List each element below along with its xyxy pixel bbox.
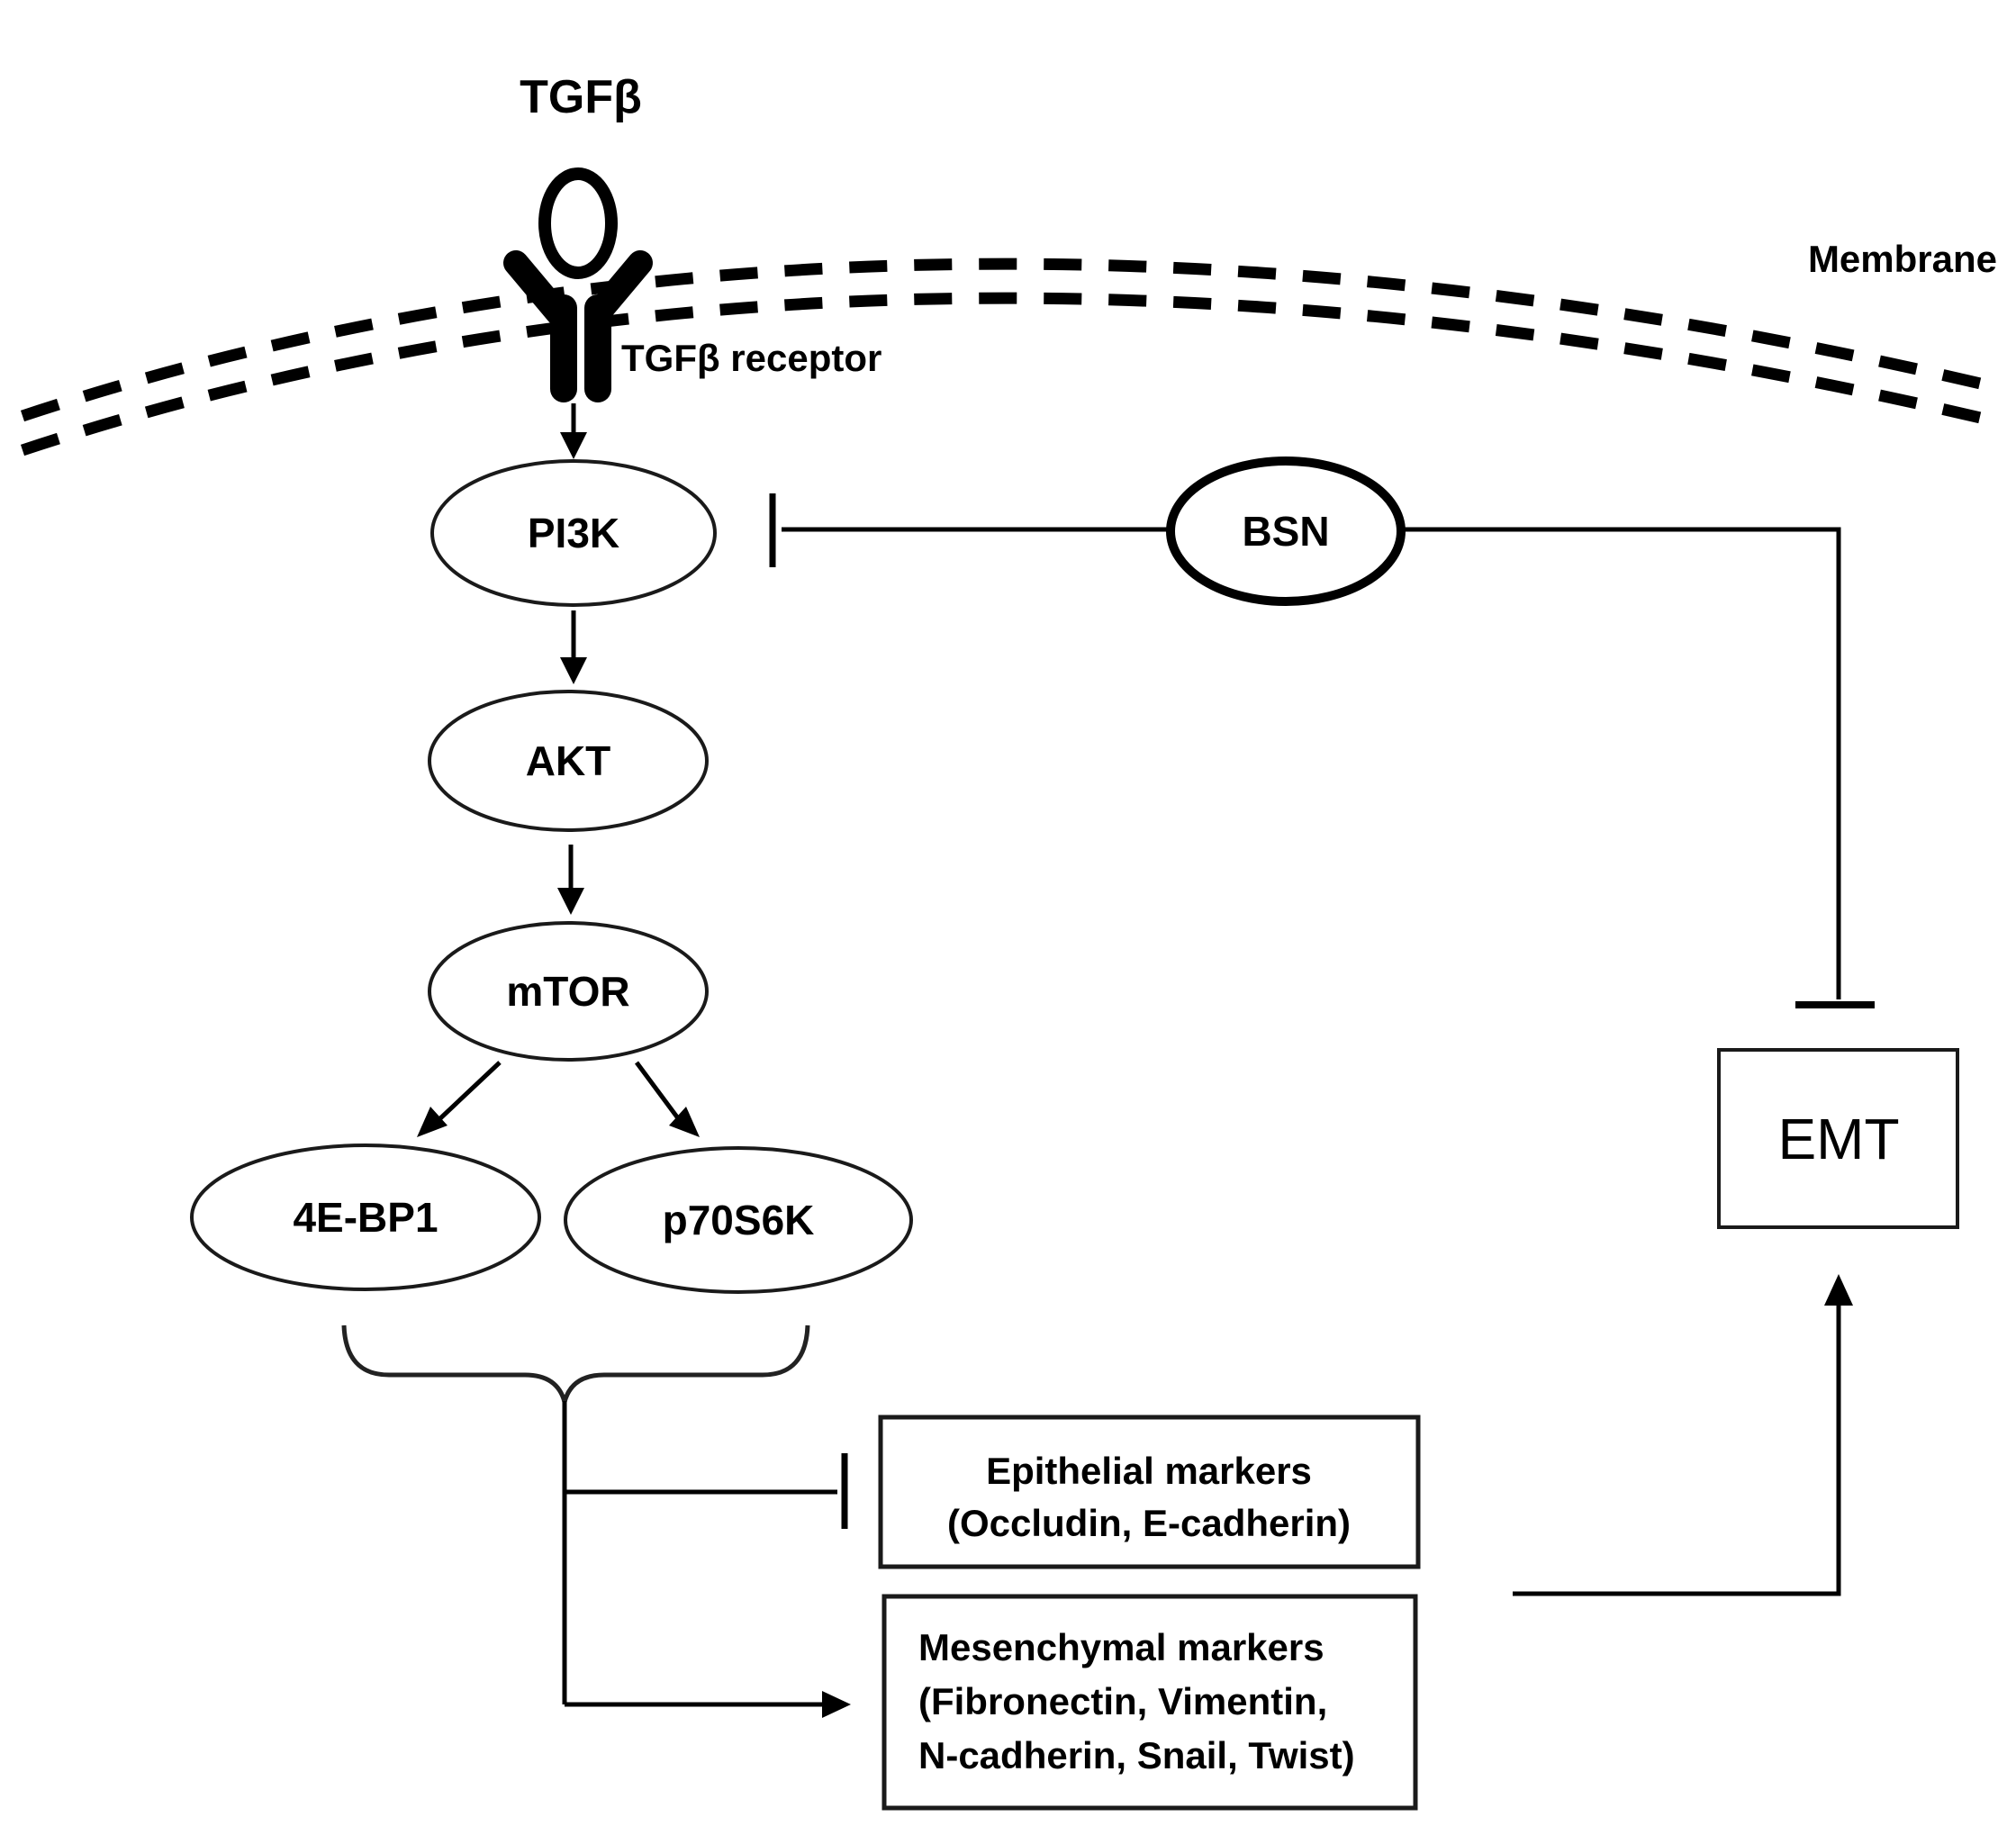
pi3k-node: PI3K xyxy=(430,459,717,607)
arrow-akt-to-mtor xyxy=(557,845,584,915)
emt-label: EMT xyxy=(1777,1107,1899,1171)
bsn-label: BSN xyxy=(1242,508,1329,555)
mesenchymal-markers-line1: Mesenchymal markers xyxy=(918,1626,1324,1668)
receptor-ligand-head-icon xyxy=(538,167,618,279)
ligand-label: TGFβ xyxy=(520,71,642,123)
inhibit-bsn-to-pi3k xyxy=(769,493,1169,567)
epithelial-markers-box: Epithelial markers (Occludin, E-cadherin… xyxy=(878,1415,1421,1569)
pi3k-label: PI3K xyxy=(528,510,619,556)
receptor-label: TGFβ receptor xyxy=(621,337,881,379)
akt-label: AKT xyxy=(526,737,611,784)
akt-node: AKT xyxy=(428,690,709,832)
bsn-node: BSN xyxy=(1166,456,1406,606)
4ebp1-node: 4E-BP1 xyxy=(190,1143,541,1291)
mesenchymal-markers-line3: N-cadherin, Snail, Twist) xyxy=(918,1734,1355,1776)
arrow-receptor-to-pi3k xyxy=(560,403,587,459)
epithelial-markers-line1: Epithelial markers xyxy=(986,1450,1312,1492)
mesenchymal-markers-box: Mesenchymal markers (Fibronectin, Viment… xyxy=(881,1594,1418,1811)
arrow-mtor-to-p70s6k xyxy=(634,1061,700,1137)
p70s6k-node: p70S6K xyxy=(564,1146,913,1294)
membrane-outer-line-icon xyxy=(20,258,2005,422)
emt-box: EMT xyxy=(1717,1048,1959,1229)
p70s6k-label: p70S6K xyxy=(663,1197,815,1243)
arrow-mesenchymal-markers xyxy=(565,1691,851,1718)
tgfb-receptor-icon xyxy=(503,167,653,402)
membrane-label: Membrane xyxy=(1808,238,1997,280)
mtor-label: mTOR xyxy=(506,968,629,1015)
mtor-node: mTOR xyxy=(428,921,709,1062)
inhibit-bsn-to-emt xyxy=(1403,527,1875,1008)
epithelial-markers-line2: (Occludin, E-cadherin) xyxy=(947,1502,1351,1544)
arrow-mtor-to-4ebp1 xyxy=(417,1061,502,1137)
arrow-pi3k-to-akt xyxy=(560,610,587,684)
mesenchymal-markers-line2: (Fibronectin, Vimentin, xyxy=(918,1680,1327,1722)
membrane-inner-line-icon xyxy=(20,292,2005,456)
inhibit-epithelial-markers xyxy=(565,1453,848,1529)
arrow-mesenchymal-to-emt xyxy=(1513,1274,1853,1596)
4ebp1-label: 4E-BP1 xyxy=(293,1194,438,1241)
